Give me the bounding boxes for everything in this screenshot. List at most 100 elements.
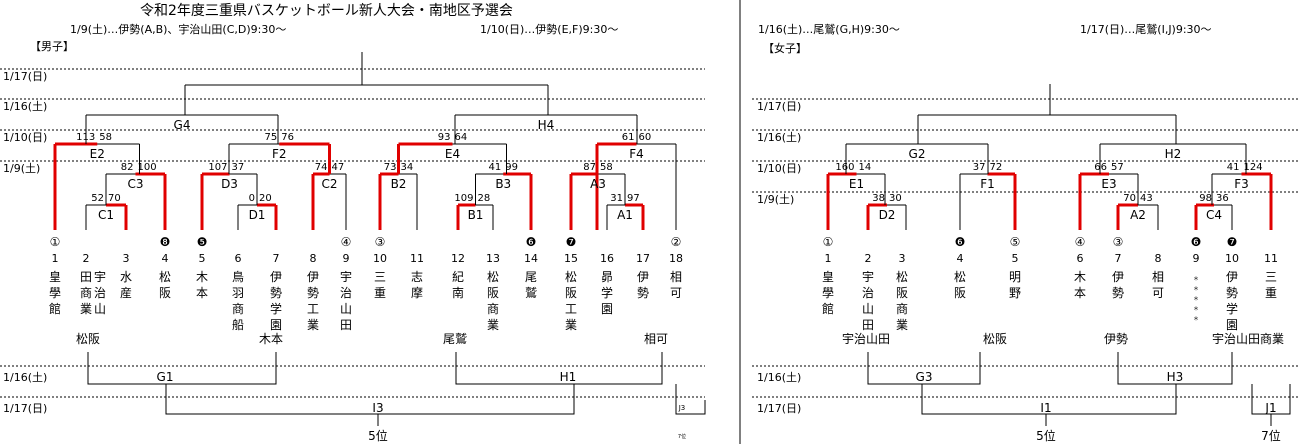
score: 57 xyxy=(1111,162,1124,173)
girls-bottom-date: 1/16(土) xyxy=(757,371,801,384)
girls-qualifier: 松阪 xyxy=(983,332,1007,346)
game-label-C3: C3 xyxy=(127,177,143,191)
girls-H3 xyxy=(1117,352,1233,385)
girls-schedule-left: 1/16(土)…尾鷲(G,H)9:30〜 xyxy=(758,22,900,36)
score: 74 xyxy=(315,162,328,173)
score: 58 xyxy=(99,132,112,143)
boys-school-char: 工 xyxy=(307,302,319,316)
game-label-F1: F1 xyxy=(980,177,995,191)
boys-seed: ① xyxy=(50,235,61,249)
score: 72 xyxy=(990,162,1003,173)
boys-school-char: 相 xyxy=(670,270,682,284)
boys-school-char: 園 xyxy=(270,318,282,332)
boys-school-char: 業 xyxy=(80,302,92,316)
girls-school-char: 館 xyxy=(822,301,834,316)
girls-school-char: 三 xyxy=(1265,270,1277,284)
girls-seed: ⑤ xyxy=(1010,235,1021,249)
game-label-E4: E4 xyxy=(445,147,460,161)
girls-school-char: 伊 xyxy=(1112,270,1124,284)
boys-school-char: 學 xyxy=(49,286,61,300)
game-label-A1: A1 xyxy=(617,208,633,222)
boys-school-char: 木 xyxy=(196,270,208,284)
boys-date-label: 1/10(日) xyxy=(3,131,47,144)
girls-date-label: 1/9(土) xyxy=(757,193,794,206)
boys-school-char: 松 xyxy=(487,270,499,284)
girls-school-char: ＊ xyxy=(1193,296,1199,303)
boys-entry-number: 12 xyxy=(451,252,465,265)
boys-school-char: 阪 xyxy=(159,286,171,300)
girls-entry-number: 11 xyxy=(1264,252,1278,265)
boys-school-char: 田 xyxy=(80,270,92,284)
girls-entry-number: 6 xyxy=(1077,252,1084,265)
girls-school-char: 可 xyxy=(1152,286,1164,300)
boys-school-char: 摩 xyxy=(411,285,423,300)
score: 43 xyxy=(1140,193,1153,204)
girls-qualifier: 宇治山田 xyxy=(842,332,890,346)
boys-school-char: 治 xyxy=(340,286,352,300)
boys-entry-number: 4 xyxy=(162,252,169,265)
game-label-H3: H3 xyxy=(1167,370,1184,384)
boys-school-char: 三 xyxy=(374,270,386,284)
girls-school-char: ＊ xyxy=(1193,306,1199,313)
score: 47 xyxy=(332,162,345,173)
boys-school-char: 治 xyxy=(94,286,106,300)
score: 107 xyxy=(208,162,227,173)
score: 97 xyxy=(627,193,640,204)
game-label-C2: C2 xyxy=(321,177,337,191)
girls-entry-number: 1 xyxy=(825,252,832,265)
boys-I3 xyxy=(165,384,575,415)
girls-date-label: 1/10(日) xyxy=(757,162,801,175)
boys-school-char: 宇 xyxy=(340,270,352,284)
boys-school-char: 志 xyxy=(411,270,423,284)
game-label-F2: F2 xyxy=(272,147,287,161)
game-label-J3: J3 xyxy=(678,404,686,412)
game-label-F4: F4 xyxy=(629,147,644,161)
boys-school-char: 学 xyxy=(601,285,613,300)
girls-seed: ③ xyxy=(1113,235,1124,249)
boys-date-label: 1/16(土) xyxy=(3,100,47,113)
score: 34 xyxy=(401,162,414,173)
boys-school-char: 商 xyxy=(487,301,499,316)
girls-school-char: 学 xyxy=(1226,301,1238,316)
girls-school-char: 業 xyxy=(896,318,908,332)
score: 113 xyxy=(76,132,95,143)
game-label-E1: E1 xyxy=(849,177,864,191)
score: 41 xyxy=(489,162,502,173)
boys-school-char: 鷲 xyxy=(525,286,537,300)
score: 38 xyxy=(872,193,885,204)
girls-school-char: 園 xyxy=(1226,318,1238,332)
boys-entry-number: 10 xyxy=(373,252,387,265)
boys-school-char: 商 xyxy=(80,285,92,300)
girls-school-char: 阪 xyxy=(954,286,966,300)
girls-entry-number: 4 xyxy=(957,252,964,265)
boys-entry-number: 16 xyxy=(600,252,614,265)
boys-school-char: 皇 xyxy=(49,270,61,284)
boys-school-char: 尾 xyxy=(525,270,537,284)
score: 37 xyxy=(973,162,986,173)
game-label-F3: F3 xyxy=(1234,177,1249,191)
boys-H1 xyxy=(455,352,663,385)
game-label-C1: C1 xyxy=(98,208,114,222)
girls-seed: ❼ xyxy=(1227,235,1238,249)
girls-school-char: 木 xyxy=(1074,270,1086,284)
game-label-E2: E2 xyxy=(90,147,105,161)
girls-school-char: 宇 xyxy=(862,270,874,284)
boys-entry-number: 17 xyxy=(636,252,650,265)
game-label-H2: H2 xyxy=(1165,147,1182,161)
boys-school-char: 本 xyxy=(196,286,208,300)
boys-G1 xyxy=(87,352,277,385)
girls-school-char: 商 xyxy=(896,301,908,316)
girls-school-char: 田 xyxy=(862,318,874,332)
boys-seed: ❽ xyxy=(160,235,171,249)
game-label-H4: H4 xyxy=(538,118,555,132)
game-label-D2: D2 xyxy=(879,208,896,222)
girls-school-char: 勢 xyxy=(1112,285,1124,300)
girls-school-char: 皇 xyxy=(822,270,834,284)
boys-schedule-left: 1/9(土)…伊勢(A,B)、宇治山田(C,D)9:30〜 xyxy=(70,22,286,36)
girls-school-char: 松 xyxy=(954,270,966,284)
score: 82 xyxy=(121,162,134,173)
girls-school-char: 阪 xyxy=(896,286,908,300)
game-label-D3: D3 xyxy=(221,177,238,191)
game-label-E3: E3 xyxy=(1101,177,1116,191)
game-label-G1: G1 xyxy=(157,370,174,384)
